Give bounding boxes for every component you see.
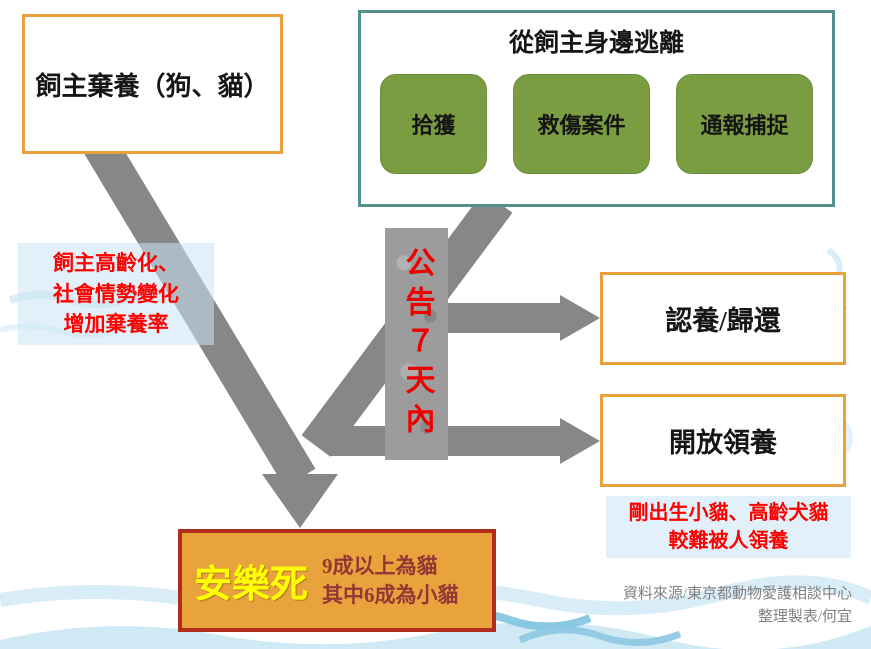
owner-abandonment-label: 飼主棄養（狗、貓） (35, 71, 270, 101)
hard-to-adopt-line-1: 剛出生小貓、高齡犬貓 (628, 502, 829, 524)
open-adoption-box: 開放領養 (600, 394, 846, 487)
euthanasia-stat-line-1: 9成以上為貓 (322, 554, 438, 579)
wave-line-4 (518, 626, 682, 646)
hard-to-adopt-note: 剛出生小貓、高齡犬貓 較難被人領養 (606, 496, 851, 558)
escape-from-owner-title: 從飼主身邊逃離 (508, 30, 684, 57)
reported-capture-label: 通報捕捉 (700, 113, 789, 138)
source-credit-line-2: 整理製表/何宜 (757, 609, 852, 626)
aging-note-line-3: 增加棄養率 (63, 312, 169, 337)
euthanasia-label: 安樂死 (194, 564, 309, 606)
seven-day-notice-label: 公告７天內 (400, 246, 434, 442)
adopt-return-label: 認養/歸還 (665, 306, 781, 336)
euthanasia-box: 安樂死 9成以上為貓 其中6成為小貓 (178, 529, 496, 632)
escape-from-owner-box: 從飼主身邊逃離 拾獲 救傷案件 通報捕捉 (358, 10, 835, 207)
source-credit: 資料來源/東京都動物愛護相談中心 整理製表/何宜 (540, 583, 852, 630)
euthanasia-stat-line-2: 其中6成為小貓 (322, 582, 459, 607)
escape-item-row: 拾獲 救傷案件 通報捕捉 (361, 74, 832, 174)
seven-day-notice-box: 公告７天內 (385, 228, 448, 460)
euthanasia-stats: 9成以上為貓 其中6成為小貓 (322, 552, 459, 609)
arrow-to-open-adoption (330, 418, 600, 464)
reported-capture-box: 通報捕捉 (676, 74, 813, 174)
rescue-case-box: 救傷案件 (513, 74, 650, 174)
source-credit-line-1: 資料來源/東京都動物愛護相談中心 (622, 586, 852, 602)
aging-note-line-1: 飼主高齡化、 (53, 251, 179, 276)
owner-abandonment-box: 飼主棄養（狗、貓） (22, 14, 283, 154)
aging-note-line-2: 社會情勢變化 (53, 281, 179, 306)
found-item-label: 拾獲 (411, 113, 456, 138)
rescue-case-label: 救傷案件 (537, 113, 626, 138)
found-item-box: 拾獲 (380, 74, 487, 174)
hard-to-adopt-line-2: 較難被人領養 (668, 530, 789, 552)
open-adoption-label: 開放領養 (669, 428, 777, 458)
aging-owners-note: 飼主高齡化、 社會情勢變化 增加棄養率 (18, 243, 214, 345)
adopt-return-box: 認養/歸還 (600, 272, 846, 365)
